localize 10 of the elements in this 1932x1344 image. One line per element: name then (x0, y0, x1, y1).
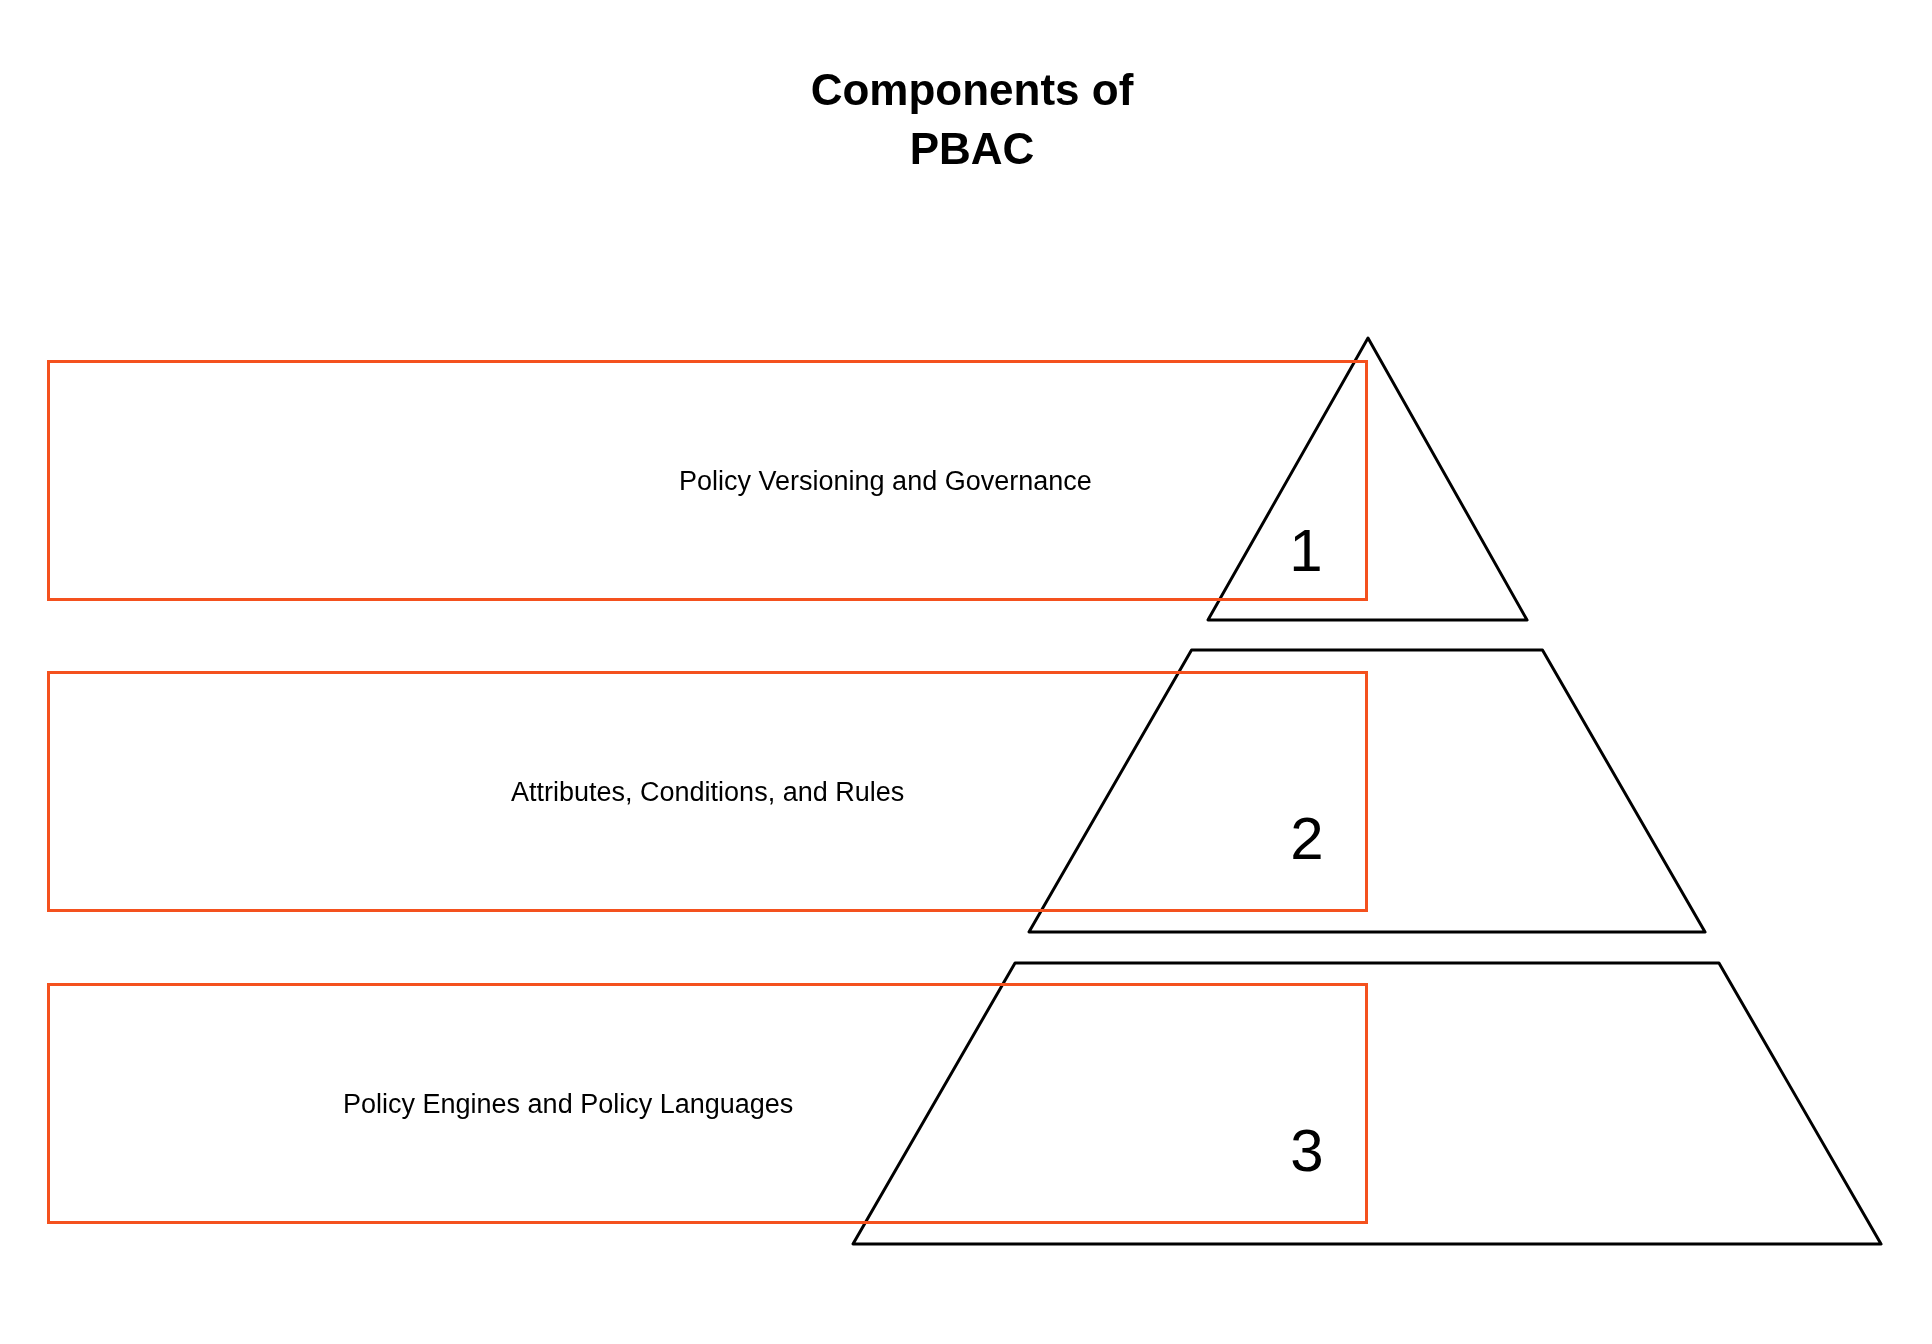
tier-number: 1 (1289, 521, 1323, 581)
tier-number: 3 (1290, 1121, 1324, 1181)
component-label: Policy Engines and Policy Languages (343, 1087, 794, 1120)
diagram-title: Components of PBAC (809, 64, 1135, 175)
component-label: Policy Versioning and Governance (679, 464, 1092, 497)
component-box (47, 360, 1368, 601)
component-box (47, 983, 1368, 1224)
component-box (47, 671, 1368, 912)
tier-number: 2 (1290, 809, 1324, 869)
component-label: Attributes, Conditions, and Rules (511, 775, 905, 808)
